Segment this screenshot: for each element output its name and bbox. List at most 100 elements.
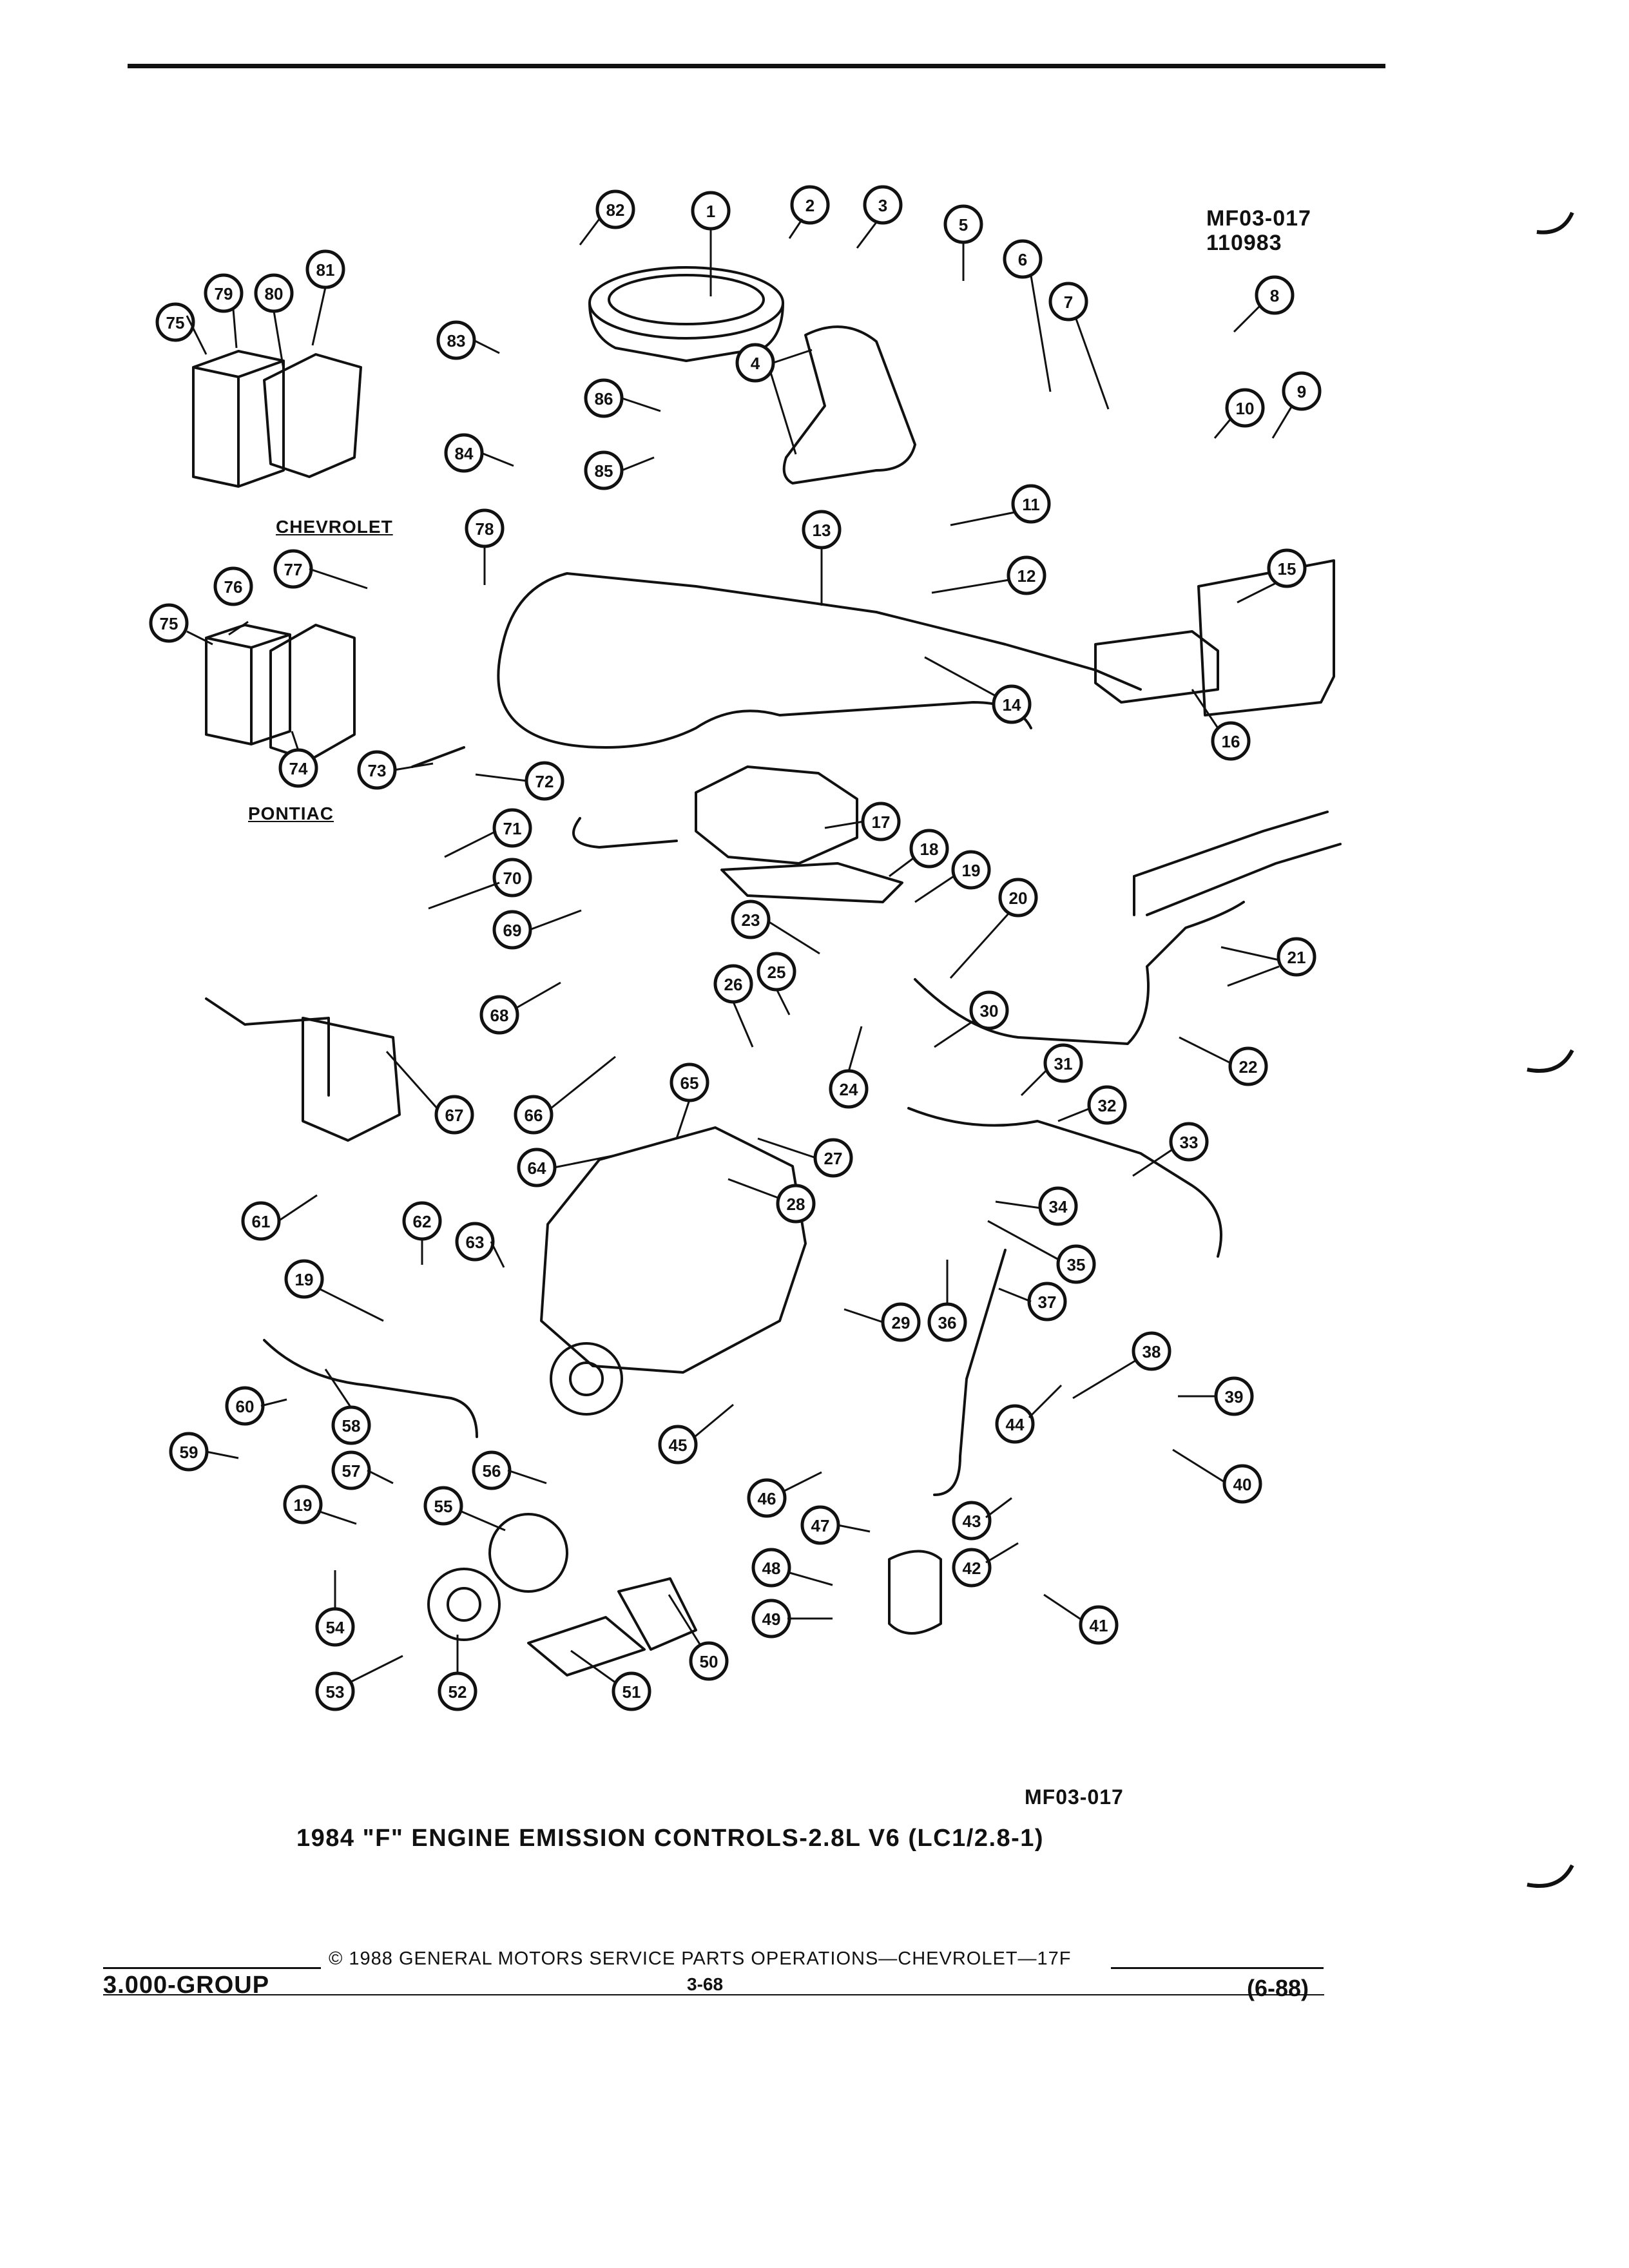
callout-circles: 1 2 3 4 5 6 7 8 9 10 11 12 13 14 15 16 1… <box>149 185 1322 1711</box>
svg-text:38: 38 <box>1142 1342 1161 1361</box>
callout-48: 48 <box>751 1548 791 1588</box>
binder-mark <box>1527 1864 1574 1888</box>
figure-code: MF03-017 <box>1206 206 1311 231</box>
callout-60: 60 <box>225 1386 265 1426</box>
svg-text:60: 60 <box>236 1397 255 1416</box>
callout-73: 73 <box>357 750 397 790</box>
callout-4: 4 <box>735 343 775 383</box>
air-pump-drawing <box>488 1513 568 1593</box>
callout-22: 22 <box>1228 1046 1268 1086</box>
wiring-harness-drawing <box>497 643 1032 749</box>
callout-59: 59 <box>169 1432 209 1472</box>
svg-text:74: 74 <box>289 759 308 778</box>
callout-53: 53 <box>315 1671 355 1711</box>
callout-46: 46 <box>747 1478 787 1518</box>
callout-1: 1 <box>691 191 731 231</box>
part-drawings <box>192 266 1342 1677</box>
callout-75-b: 75 <box>149 603 189 643</box>
svg-text:20: 20 <box>1009 889 1028 908</box>
footer-rule-left <box>103 1967 321 1969</box>
svg-text:67: 67 <box>445 1106 464 1125</box>
footer-rule-under <box>103 1994 1324 1995</box>
wiring-harness-drawing <box>572 817 678 849</box>
exhaust-pipe-drawing <box>914 901 1245 1045</box>
callout-13: 13 <box>802 510 842 550</box>
svg-text:10: 10 <box>1236 399 1255 418</box>
hose-drawing <box>205 746 465 1097</box>
callout-43: 43 <box>952 1501 992 1541</box>
callout-31: 31 <box>1043 1043 1083 1083</box>
callout-72: 72 <box>525 761 564 801</box>
svg-text:40: 40 <box>1233 1475 1252 1494</box>
svg-text:36: 36 <box>938 1313 957 1332</box>
diagram-title: 1984 "F" ENGINE EMISSION CONTROLS-2.8L V… <box>296 1825 1045 1852</box>
callout-25: 25 <box>757 952 796 992</box>
callout-10: 10 <box>1225 388 1265 428</box>
svg-text:41: 41 <box>1090 1616 1108 1635</box>
svg-text:14: 14 <box>1003 695 1021 715</box>
svg-text:19: 19 <box>295 1270 314 1289</box>
svg-text:1: 1 <box>706 202 715 221</box>
bracket-drawing <box>269 624 356 762</box>
gasket-drawing <box>720 862 903 903</box>
svg-text:54: 54 <box>326 1618 345 1637</box>
svg-text:31: 31 <box>1054 1054 1073 1073</box>
svg-text:25: 25 <box>767 963 786 982</box>
callout-52: 52 <box>438 1671 477 1711</box>
svg-text:34: 34 <box>1049 1197 1068 1216</box>
svg-text:83: 83 <box>447 331 466 351</box>
callout-29: 29 <box>881 1302 921 1342</box>
svg-text:2: 2 <box>805 196 815 215</box>
svg-text:50: 50 <box>700 1652 718 1671</box>
callout-74: 74 <box>278 748 318 788</box>
callout-44: 44 <box>995 1404 1035 1444</box>
figure-reference-bottom: MF03-017 <box>1025 1785 1124 1809</box>
callout-69: 69 <box>492 910 532 950</box>
callout-19: 19 <box>951 850 991 890</box>
callout-19-c: 19 <box>283 1485 323 1524</box>
air-cleaner-drawing <box>608 274 765 325</box>
callout-23: 23 <box>731 899 771 939</box>
svg-text:80: 80 <box>265 284 284 303</box>
svg-text:4: 4 <box>751 354 760 373</box>
wiring-harness-drawing <box>907 1107 1222 1258</box>
callout-77: 77 <box>273 549 313 589</box>
callout-68: 68 <box>479 995 519 1035</box>
callout-20: 20 <box>998 878 1038 918</box>
callout-78: 78 <box>465 508 505 548</box>
callout-54: 54 <box>315 1607 355 1647</box>
callout-19-b: 19 <box>284 1259 324 1299</box>
figure-reference-top: MF03-017 110983 <box>1206 206 1311 255</box>
svg-text:3: 3 <box>878 196 887 215</box>
callout-41: 41 <box>1079 1605 1119 1645</box>
hose-drawing <box>263 1339 478 1438</box>
figure-number: 110983 <box>1206 231 1282 255</box>
callout-14: 14 <box>992 684 1032 724</box>
svg-text:75: 75 <box>166 313 185 332</box>
svg-text:19: 19 <box>294 1495 313 1515</box>
callout-45: 45 <box>658 1425 698 1465</box>
svg-text:81: 81 <box>316 260 335 280</box>
svg-text:9: 9 <box>1297 382 1306 401</box>
callout-85: 85 <box>584 450 624 490</box>
callout-63: 63 <box>455 1222 495 1262</box>
svg-text:68: 68 <box>490 1006 509 1025</box>
svg-text:5: 5 <box>959 215 968 235</box>
callout-75: 75 <box>155 302 195 342</box>
callout-32: 32 <box>1087 1085 1127 1125</box>
carburetor-drawing <box>695 765 858 865</box>
svg-text:65: 65 <box>680 1073 699 1093</box>
callout-50: 50 <box>689 1641 729 1681</box>
callout-17: 17 <box>861 802 901 841</box>
callout-6: 6 <box>1003 239 1043 279</box>
leader-lines <box>186 218 1293 1684</box>
callout-28: 28 <box>776 1184 816 1224</box>
svg-text:69: 69 <box>503 921 522 940</box>
svg-text:12: 12 <box>1017 566 1036 586</box>
top-rule <box>128 64 1385 68</box>
svg-text:66: 66 <box>525 1106 543 1125</box>
binder-mark <box>1527 1049 1574 1073</box>
svg-text:24: 24 <box>840 1080 858 1099</box>
svg-text:85: 85 <box>595 461 613 481</box>
svg-text:73: 73 <box>368 761 387 780</box>
